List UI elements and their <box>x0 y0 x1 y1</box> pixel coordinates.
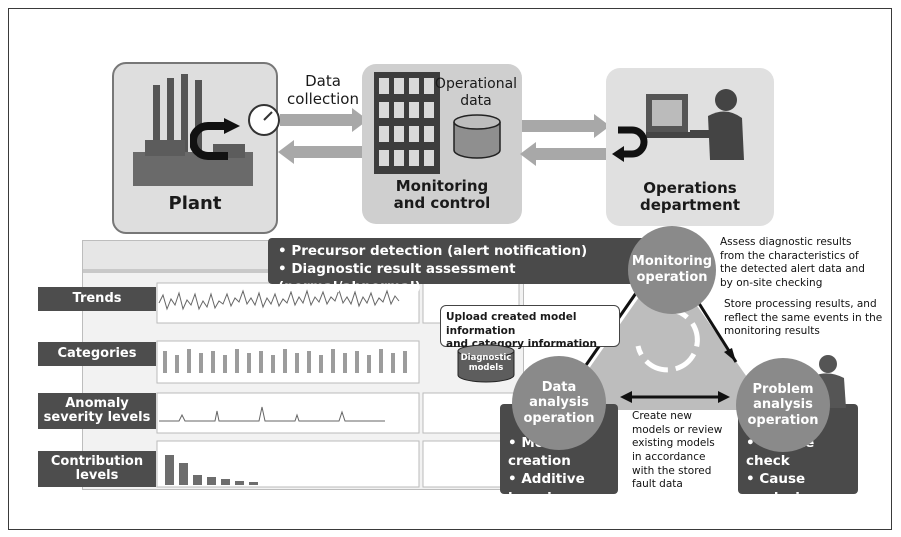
fault-data-bullet: • Fault data <box>746 507 837 524</box>
contribution-levels-label: Contribution levels <box>38 451 156 487</box>
arrow-monitoring-to-plant <box>278 140 368 164</box>
double-arrow-data-problem <box>620 391 730 403</box>
operations-box <box>606 68 774 226</box>
server-rack-icon <box>374 72 440 174</box>
return-arrow-icon <box>612 126 648 162</box>
diagnostic-assessment-bullet: • Diagnostic result assessment (normal/a… <box>278 261 516 296</box>
additive-learning-bullet: • Additive learning <box>508 471 585 506</box>
upload-note: Upload created model information and cat… <box>446 311 597 351</box>
diagnostic-models-icon <box>457 344 515 383</box>
cycle-arrow-icon <box>190 118 240 160</box>
operational-data-label: Operational data <box>434 76 518 109</box>
monitoring-control-label: Monitoring and control <box>393 177 491 213</box>
store-note: Store processing results, and reflect th… <box>724 298 883 338</box>
monitoring-operation-circle: Monitoring operation <box>628 226 716 314</box>
assess-note: Assess diagnostic results from the chara… <box>720 236 865 289</box>
data-collection-label: Data collection <box>287 72 359 108</box>
data-analysis-circle: Data analysis operation <box>512 356 606 450</box>
operations-department-label: Operations department <box>640 179 740 215</box>
operator-icon <box>646 89 744 160</box>
dashboard-graphics <box>83 241 523 488</box>
plant-label: Plant <box>168 193 222 214</box>
trends-label: Trends <box>38 287 156 311</box>
database-icon <box>453 114 501 159</box>
problem-analysis-circle: Problem analysis operation <box>736 358 830 452</box>
diagnostic-models-label: Diagnostic models <box>460 353 512 373</box>
arrow-monitoring-to-operations <box>522 114 610 138</box>
arrow-plant-to-monitoring <box>280 108 368 132</box>
diagram-frame <box>8 8 892 530</box>
precursor-detection-bullet: • Precursor detection (alert notificatio… <box>278 243 588 259</box>
arrow-operations-to-monitoring <box>520 142 608 166</box>
cause-analysis-bullet: • Cause analysis <box>746 471 808 506</box>
create-note: Create new models or review existing mod… <box>632 410 723 491</box>
gauge-icon <box>248 104 280 136</box>
upload-note-box <box>440 305 620 347</box>
anomaly-severity-label: Anomaly severity levels <box>38 393 156 429</box>
categories-label: Categories <box>38 342 156 366</box>
monitoring-operation-bar: • Precursor detection (alert notificatio… <box>268 238 650 295</box>
